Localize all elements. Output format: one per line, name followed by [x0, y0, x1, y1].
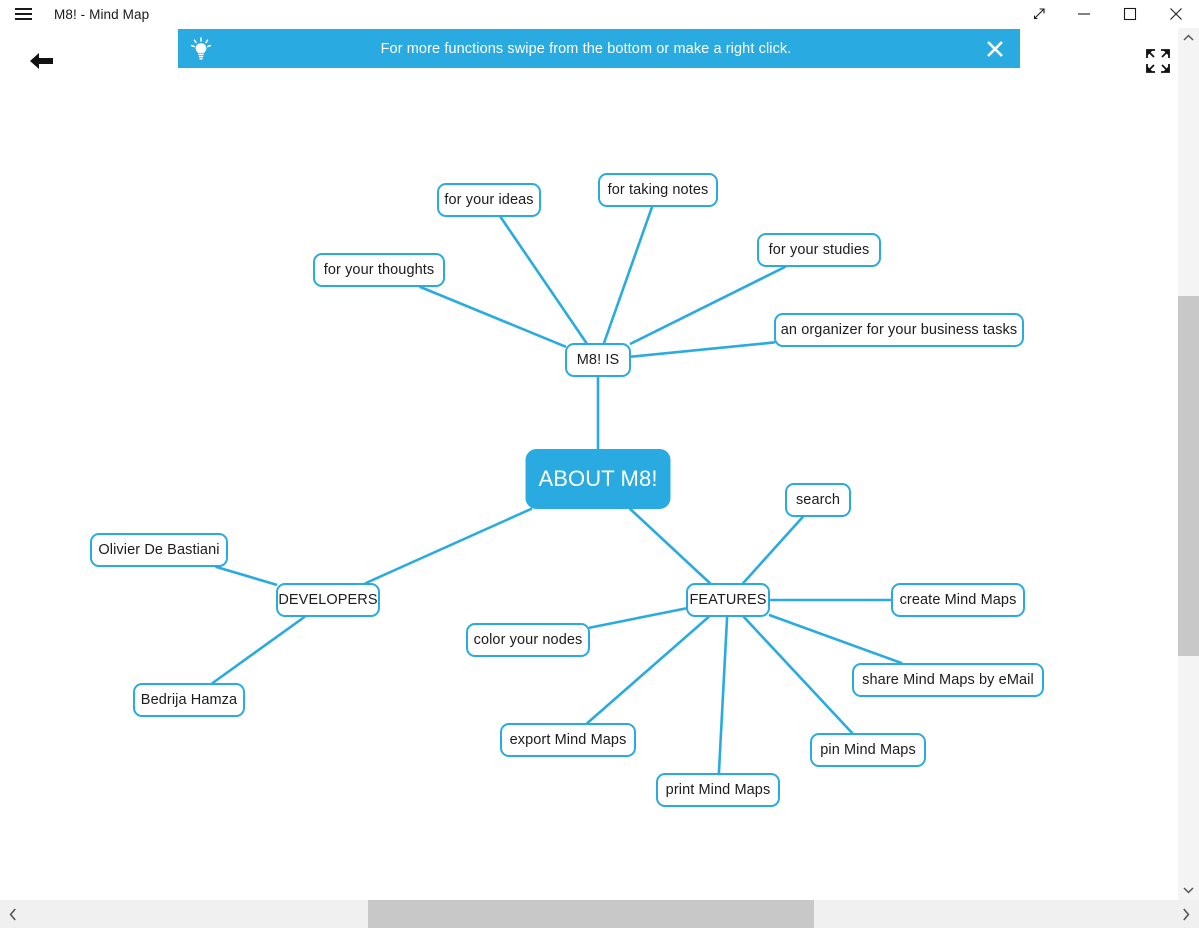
mindmap-node-notes[interactable]: for taking notes — [598, 173, 718, 207]
mindmap-node-ideas[interactable]: for your ideas — [437, 183, 541, 217]
maximize-button[interactable] — [1107, 0, 1153, 28]
hamburger-menu-icon[interactable] — [0, 0, 46, 28]
mindmap-node-label: pin Mind Maps — [820, 742, 916, 758]
mindmap-node-developers[interactable]: DEVELOPERS — [276, 583, 380, 617]
mindmap-node-label: export Mind Maps — [509, 732, 627, 748]
mindmap-node-label: for your thoughts — [323, 262, 435, 278]
mindmap-node-organizer[interactable]: an organizer for your business tasks — [774, 313, 1024, 347]
mindmap-node-label: Bedrija Hamza — [140, 692, 238, 708]
title-bar: M8! - Mind Map — [0, 0, 1199, 28]
mindmap-node-label: for taking notes — [607, 182, 709, 198]
mindmap-node-studies[interactable]: for your studies — [757, 233, 881, 267]
close-icon — [987, 40, 1003, 57]
vertical-scroll-thumb[interactable] — [1178, 296, 1199, 656]
mindmap-node-label: an organizer for your business tasks — [780, 322, 1018, 338]
mindmap-node-olivier[interactable]: Olivier De Bastiani — [90, 533, 228, 567]
mindmap-node-thoughts[interactable]: for your thoughts — [313, 253, 445, 287]
mindmap-node-label: for your studies — [768, 242, 870, 258]
mindmap-node-features[interactable]: FEATURES — [686, 583, 770, 617]
mindmap-node-label: ABOUT M8! — [538, 466, 658, 491]
scroll-right-button[interactable] — [1173, 900, 1199, 928]
mindmap-node-share[interactable]: share Mind Maps by eMail — [852, 663, 1044, 697]
restore-pop-out-icon[interactable] — [1015, 0, 1061, 28]
mindmap-node-color[interactable]: color your nodes — [466, 623, 590, 657]
hamburger-glyph — [14, 8, 32, 20]
mindmap-node-label: M8! IS — [576, 352, 620, 368]
mindmap-node-label: Olivier De Bastiani — [98, 542, 220, 558]
mindmap-node-label: color your nodes — [473, 632, 583, 648]
mindmap-node-search[interactable]: search — [785, 483, 851, 517]
close-button[interactable] — [1153, 0, 1199, 28]
banner-close-button[interactable] — [970, 29, 1020, 68]
mindmap-node-label: share Mind Maps by eMail — [862, 672, 1034, 688]
mindmap-node-label: for your ideas — [444, 192, 534, 208]
horizontal-scroll-thumb[interactable] — [368, 900, 814, 928]
tip-banner: For more functions swipe from the bottom… — [178, 29, 1020, 68]
back-arrow-icon — [30, 53, 53, 69]
mindmap-node-label: print Mind Maps — [665, 782, 771, 798]
mindmap-node-bedrija[interactable]: Bedrija Hamza — [133, 683, 245, 717]
mindmap-node-export[interactable]: export Mind Maps — [500, 723, 636, 757]
scroll-left-button[interactable] — [0, 900, 26, 928]
close-icon — [1170, 8, 1182, 20]
chevron-right-icon — [1183, 907, 1190, 921]
tip-message: For more functions swipe from the bottom… — [380, 40, 792, 57]
chevron-down-icon — [1183, 887, 1194, 894]
mindmap-nodes-layer: ABOUT M8! M8! IS for your ideas for taking … — [0, 28, 1178, 900]
maximize-icon — [1123, 7, 1137, 21]
minimize-icon — [1078, 13, 1090, 15]
lightbulb-icon — [178, 29, 224, 68]
mindmap-node-m8is[interactable]: M8! IS — [565, 343, 631, 377]
chevron-left-icon — [9, 907, 16, 921]
mindmap-node-label: FEATURES — [689, 592, 767, 608]
scroll-down-button[interactable] — [1178, 880, 1199, 900]
app-title: M8! - Mind Map — [54, 6, 150, 22]
vertical-scrollbar[interactable] — [1178, 28, 1199, 900]
fullscreen-expand-icon — [1146, 49, 1170, 73]
mindmap-node-label: search — [795, 492, 841, 508]
scroll-up-button[interactable] — [1178, 28, 1199, 48]
mindmap-node-print[interactable]: print Mind Maps — [656, 773, 780, 807]
mindmap-node-label: DEVELOPERS — [278, 592, 378, 608]
mindmap-node-label: create Mind Maps — [899, 592, 1017, 608]
minimize-button[interactable] — [1061, 0, 1107, 28]
mindmap-node-root[interactable]: ABOUT M8! — [525, 449, 671, 509]
chevron-up-icon — [1183, 34, 1194, 41]
fullscreen-button[interactable] — [1139, 44, 1177, 78]
lightbulb-glyph — [190, 36, 212, 60]
mindmap-node-create[interactable]: create Mind Maps — [891, 583, 1025, 617]
mindmap-node-pin[interactable]: pin Mind Maps — [810, 733, 926, 767]
diagonal-arrow-icon — [1033, 7, 1045, 19]
mindmap-canvas[interactable]: ABOUT M8! M8! IS for your ideas for taking … — [0, 28, 1178, 900]
horizontal-scrollbar[interactable] — [0, 900, 1199, 928]
back-button[interactable] — [22, 44, 62, 78]
